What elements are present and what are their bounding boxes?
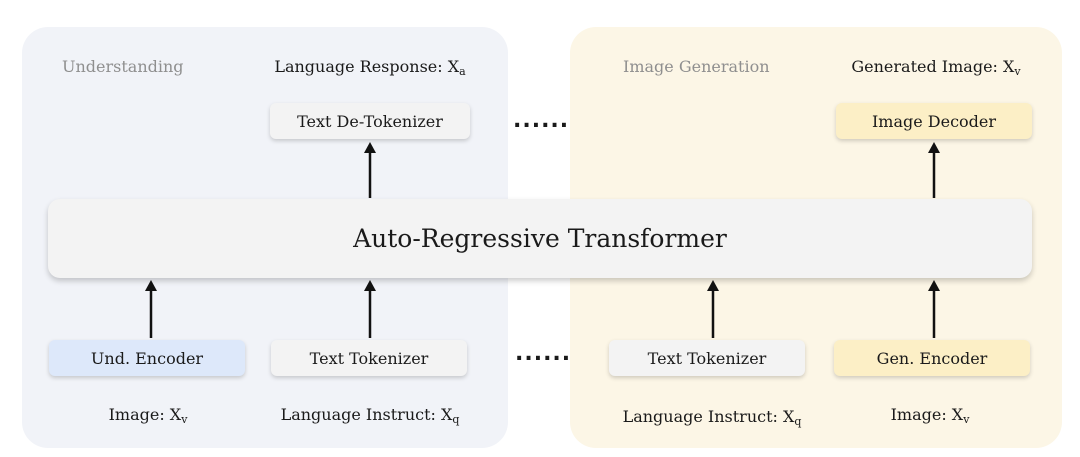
image-input-label: Image: Xv [108, 405, 188, 426]
language-instruct-label: Language Instruct: Xq [622, 407, 802, 428]
top-ellipsis: ...... [513, 108, 570, 133]
text-tokenizer-box: Text Tokenizer [271, 340, 467, 376]
understanding-title: Understanding [62, 57, 184, 76]
language-instruct-label: Language Instruct: Xq [280, 405, 460, 426]
bottom-ellipsis: ...... [515, 341, 572, 366]
text-tokenizer-box: Text Tokenizer [609, 340, 805, 376]
arrow-up-icon [927, 142, 941, 198]
auto-regressive-transformer-box: Auto-Regressive Transformer [48, 199, 1032, 278]
image-input-label: Image: Xv [890, 405, 970, 426]
arrow-up-icon [144, 280, 158, 338]
arrow-up-icon [363, 142, 377, 198]
gen-encoder-box: Gen. Encoder [834, 340, 1030, 376]
language-response-label: Language Response: Xa [274, 57, 466, 78]
image-generation-title: Image Generation [623, 57, 770, 76]
arrow-up-icon [706, 280, 720, 338]
image-decoder-box: Image Decoder [836, 103, 1032, 139]
arrow-up-icon [927, 280, 941, 338]
arrow-up-icon [363, 280, 377, 338]
text-detokenizer-box: Text De-Tokenizer [270, 103, 470, 139]
generated-image-label: Generated Image: Xv [851, 57, 1021, 78]
und-encoder-box: Und. Encoder [49, 340, 245, 376]
